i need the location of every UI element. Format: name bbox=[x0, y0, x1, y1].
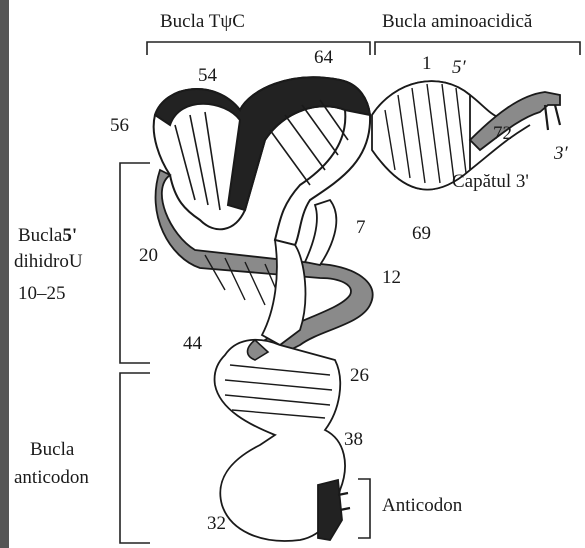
bracket-anticodon-right bbox=[358, 479, 370, 538]
anticodon-arm bbox=[215, 340, 350, 541]
label-dihydro-word: Bucla bbox=[18, 225, 62, 246]
num-7: 7 bbox=[356, 218, 366, 237]
label-dihydro-range: 10–25 bbox=[18, 284, 66, 303]
label-dihydro-loop: Bucla5' bbox=[18, 226, 77, 245]
label-dihydro-name: dihidroU bbox=[14, 252, 83, 271]
num-56: 56 bbox=[110, 116, 129, 135]
num-20: 20 bbox=[139, 246, 158, 265]
tpsic-arm bbox=[154, 77, 370, 245]
label-3prime-end: Capătul 3' bbox=[452, 172, 529, 191]
num-44: 44 bbox=[183, 334, 202, 353]
label-amino-loop: Bucla aminoacidică bbox=[382, 12, 532, 31]
bracket-amino bbox=[375, 42, 580, 55]
num-12: 12 bbox=[382, 268, 401, 287]
num-38: 38 bbox=[344, 430, 363, 449]
bracket-anticodon bbox=[120, 373, 150, 543]
label-anticodon-loop-a: Bucla bbox=[30, 440, 74, 459]
num-54: 54 bbox=[198, 66, 217, 85]
label-anticodon-loop-b: anticodon bbox=[14, 468, 89, 487]
label-anticodon: Anticodon bbox=[382, 496, 462, 515]
num-32: 32 bbox=[207, 514, 226, 533]
num-1: 1 bbox=[422, 54, 432, 73]
num-72: 72 bbox=[493, 124, 512, 143]
label-anticodon-text: Anticodon bbox=[382, 495, 462, 516]
label-3prime: 3′ bbox=[554, 144, 568, 163]
label-5prime: 5′ bbox=[452, 58, 466, 77]
num-69: 69 bbox=[412, 224, 431, 243]
num-26: 26 bbox=[350, 366, 369, 385]
label-tpsic-loop: Bucla TψC bbox=[160, 12, 245, 31]
bracket-tpsic bbox=[147, 42, 370, 55]
num-64: 64 bbox=[314, 48, 333, 67]
label-dihydro-5prime: 5' bbox=[62, 225, 77, 246]
